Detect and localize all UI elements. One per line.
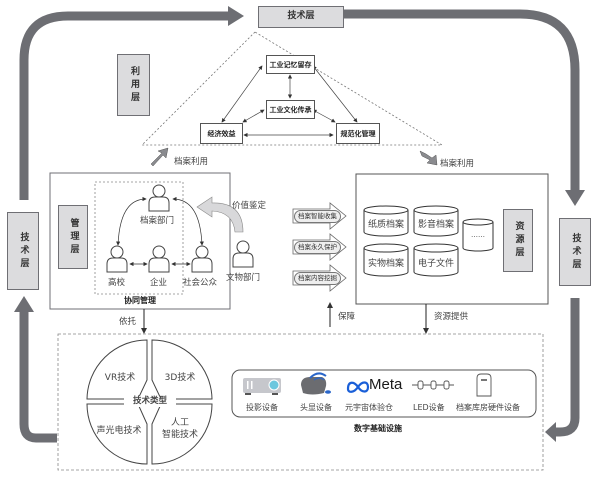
tech-layer-left-label: 技术层 bbox=[18, 231, 29, 271]
cycle-arrow-bottom-left bbox=[14, 296, 57, 443]
cycle-arrow-top-right bbox=[343, 9, 585, 206]
archive-use-right-label: 档案利用 bbox=[440, 159, 475, 169]
cylinder-audiovisual bbox=[413, 205, 459, 237]
actor-public-label: 社会公众 bbox=[183, 278, 218, 288]
usage-triangle bbox=[141, 31, 444, 146]
device-headset-label: 头显设备 bbox=[300, 403, 332, 412]
tech-layer-left: 技术层 bbox=[7, 212, 39, 290]
infrastructure-frame bbox=[57, 333, 544, 471]
collaboration-connections bbox=[116, 196, 204, 267]
node-industrial-culture: 工业文化传承 bbox=[266, 100, 315, 119]
resource-physical-label: 实物档案 bbox=[367, 259, 404, 269]
technology-pie bbox=[86, 339, 213, 465]
cylinder-physical bbox=[363, 243, 409, 277]
value-appraisal-label: 价值鉴定 bbox=[232, 201, 267, 211]
tech-layer-right-label: 技术层 bbox=[570, 232, 581, 272]
process-intelligent-collection: 档案智能收集 bbox=[294, 210, 341, 223]
node-industrial-memory: 工业记忆留存 bbox=[266, 55, 315, 74]
tech-vr-label: VR技术 bbox=[104, 373, 136, 383]
person-icon-enterprise bbox=[148, 245, 170, 273]
cylinder-more bbox=[462, 218, 494, 252]
resource-layer-label: 资源层 bbox=[513, 221, 524, 260]
tech-type-center-label: 技术类型 bbox=[124, 396, 176, 407]
resource-more-label: …… bbox=[471, 231, 485, 239]
segment-vr bbox=[86, 339, 148, 400]
actor-archive-dept-label: 档案部门 bbox=[140, 216, 175, 226]
tech-layer-top-label: 技术层 bbox=[287, 11, 315, 22]
use-arrow-left bbox=[150, 147, 169, 167]
cycle-arrow-top-left bbox=[19, 6, 244, 200]
node-industrial-culture-label: 工业文化传承 bbox=[269, 105, 312, 114]
segment-ai bbox=[151, 403, 213, 465]
use-arrow-right bbox=[419, 150, 438, 166]
segment-3d bbox=[151, 339, 213, 400]
tech-layer-right: 技术层 bbox=[559, 218, 591, 286]
cycle-arrow-bottom-right bbox=[545, 298, 580, 442]
collaborative-management-title: 协同管理 bbox=[124, 296, 156, 305]
cylinder-electronic bbox=[413, 243, 459, 277]
guarantee-label: 保障 bbox=[338, 312, 356, 322]
usage-layer: 利用层 bbox=[117, 54, 150, 116]
device-metaverse-label: 元宇宙体验仓 bbox=[345, 403, 393, 412]
person-icon-archive-dept bbox=[148, 184, 170, 212]
node-industrial-memory-label: 工业记忆留存 bbox=[269, 60, 312, 69]
projector-icon bbox=[243, 378, 281, 395]
usage-layer-label: 利用层 bbox=[129, 65, 140, 105]
tech-layer-top: 技术层 bbox=[258, 6, 344, 28]
archive-cabinet-icon bbox=[476, 373, 492, 397]
device-led-label: LED设备 bbox=[413, 403, 445, 412]
process-permanent-protection: 档案永久保护 bbox=[294, 241, 341, 254]
device-projector-label: 投影设备 bbox=[246, 403, 278, 412]
tech-ai-label-line1: 人工 bbox=[170, 418, 189, 428]
person-icon-relic-dept bbox=[232, 240, 254, 268]
resource-electronic-label: 电子文件 bbox=[417, 259, 454, 269]
meta-logo-icon bbox=[346, 381, 370, 393]
rely-label: 依托 bbox=[119, 317, 137, 327]
person-icons bbox=[106, 184, 254, 273]
node-economic-benefit-label: 经济效益 bbox=[207, 129, 236, 138]
device-archive-hardware-label: 档案库房硬件设备 bbox=[456, 403, 520, 412]
usage-connections bbox=[221, 65, 358, 138]
resource-cylinders bbox=[363, 205, 494, 277]
tech-ai-label-line2: 智能技术 bbox=[161, 430, 198, 440]
resource-supply-label: 资源提供 bbox=[434, 312, 469, 322]
resource-layer: 资源层 bbox=[503, 209, 533, 272]
person-icon-public bbox=[191, 245, 213, 273]
management-layer-label: 管理层 bbox=[68, 217, 79, 257]
tech-sound-light-label: 声光电技术 bbox=[96, 426, 142, 436]
node-standard-management: 规范化管理 bbox=[336, 123, 380, 144]
segment-sound bbox=[86, 403, 148, 465]
led-icon bbox=[412, 380, 454, 390]
value-appraisal-arrow bbox=[196, 196, 244, 233]
process-content-mining: 档案内容挖掘 bbox=[294, 272, 341, 285]
actor-enterprise-label: 企业 bbox=[150, 278, 168, 288]
vr-headset-icon bbox=[301, 372, 331, 395]
person-icon-university bbox=[106, 245, 128, 273]
digital-infrastructure-title: 数字基础设施 bbox=[354, 424, 402, 433]
actor-relic-dept-label: 文物部门 bbox=[226, 273, 261, 283]
resource-audiovisual-label: 影音档案 bbox=[417, 220, 454, 230]
meta-logo-text: Meta bbox=[369, 376, 403, 393]
actor-university-label: 高校 bbox=[108, 278, 126, 288]
archive-use-left-label: 档案利用 bbox=[174, 157, 209, 167]
cylinder-paper bbox=[363, 205, 409, 237]
resource-paper-label: 纸质档案 bbox=[367, 220, 404, 230]
node-standard-management-label: 规范化管理 bbox=[340, 129, 376, 138]
management-layer: 管理层 bbox=[58, 205, 88, 269]
node-economic-benefit: 经济效益 bbox=[200, 123, 243, 144]
tech-3d-label: 3D技术 bbox=[164, 373, 196, 383]
